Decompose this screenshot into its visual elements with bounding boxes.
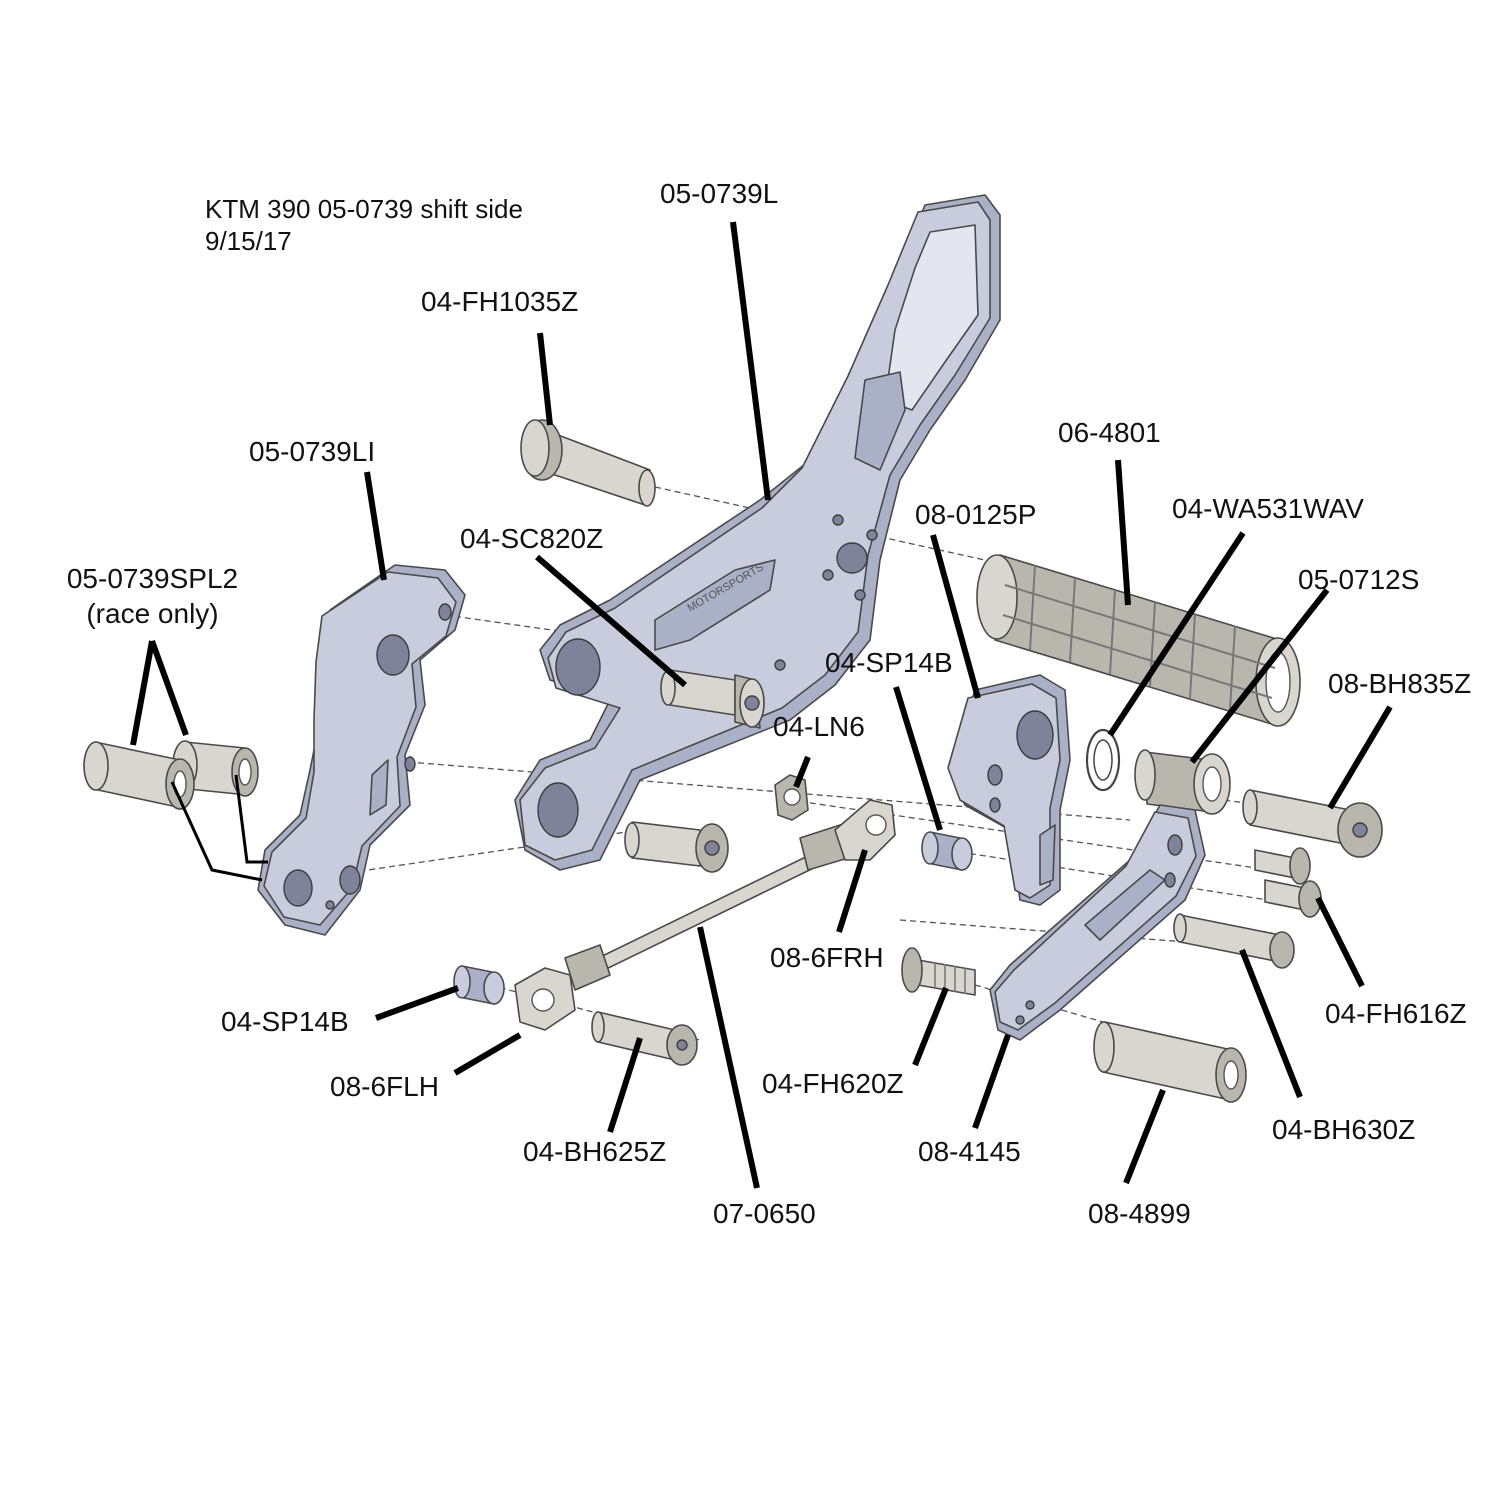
label-04-WA531WAV: 04-WA531WAV bbox=[1172, 493, 1364, 524]
bolt-04-BH625Z bbox=[591, 1011, 698, 1066]
toe-peg-08-4899 bbox=[1093, 1021, 1247, 1103]
bolt-04-BH630Z bbox=[1173, 913, 1295, 969]
label-05-0739LI: 05-0739LI bbox=[249, 436, 376, 467]
label-08-4145: 08-4145 bbox=[918, 1136, 1021, 1167]
label-07-0650: 07-0650 bbox=[713, 1198, 816, 1229]
label-08-6FRH: 08-6FRH bbox=[770, 942, 884, 973]
washer-04-WA531WAV bbox=[1085, 728, 1121, 792]
footpeg-06-4801 bbox=[976, 554, 1301, 727]
bushing-05-0712S bbox=[1134, 749, 1231, 815]
bolt-04-FH620Z bbox=[901, 947, 976, 996]
label-05-0712S: 05-0712S bbox=[1298, 564, 1420, 595]
spacer-04-SP14B-top bbox=[921, 831, 973, 871]
label-05-0739SPL2: 05-0739SPL2 bbox=[66, 563, 239, 594]
bolt-lower-bracket bbox=[624, 821, 729, 873]
leader-lines bbox=[130, 221, 1393, 1189]
diagram-date: 9/15/17 bbox=[205, 226, 292, 256]
label-08-4899: 08-4899 bbox=[1088, 1198, 1191, 1229]
label-04-FH616Z: 04-FH616Z bbox=[1325, 998, 1467, 1029]
lever-arm-08-4145 bbox=[989, 804, 1206, 1041]
nut-04-LN6 bbox=[774, 774, 809, 821]
label-05-0739L: 05-0739L bbox=[660, 178, 779, 209]
label-04-SP14B-top: 04-SP14B bbox=[825, 647, 953, 678]
bolt-04-FH1035Z bbox=[520, 419, 656, 507]
spacer-04-SP14B-bottom bbox=[453, 965, 505, 1005]
label-08-6FLH: 08-6FLH bbox=[330, 1071, 439, 1102]
label-08-BH835Z: 08-BH835Z bbox=[1328, 668, 1472, 699]
inner-bracket-05-0739LI bbox=[257, 564, 466, 936]
label-04-BH625Z: 04-BH625Z bbox=[523, 1136, 667, 1167]
label-08-0125P: 08-0125P bbox=[915, 499, 1037, 530]
label-04-FH1035Z: 04-FH1035Z bbox=[421, 286, 579, 317]
bolt-04-SC820Z bbox=[660, 669, 765, 729]
spacers-05-0739SPL2 bbox=[83, 740, 259, 810]
main-bracket-05-0739L: MOTORSPORTS bbox=[514, 194, 1001, 871]
label-04-BH630Z: 04-BH630Z bbox=[1272, 1114, 1416, 1145]
label-04-SP14B-bottom: 04-SP14B bbox=[221, 1006, 349, 1037]
label-06-4801: 06-4801 bbox=[1058, 417, 1161, 448]
label-04-LN6: 04-LN6 bbox=[773, 711, 865, 742]
label-04-FH620Z: 04-FH620Z bbox=[762, 1068, 904, 1099]
diagram-title: KTM 390 05-0739 shift side bbox=[205, 194, 523, 224]
label-04-SC820Z: 04-SC820Z bbox=[460, 523, 604, 554]
shift-rod-07-0650 bbox=[514, 799, 896, 1031]
screws-04-FH616Z bbox=[1254, 847, 1322, 918]
bolt-08-BH835Z bbox=[1242, 789, 1383, 858]
hinge-block-08-0125P bbox=[947, 674, 1071, 906]
label-race-only: (race only) bbox=[86, 598, 219, 629]
